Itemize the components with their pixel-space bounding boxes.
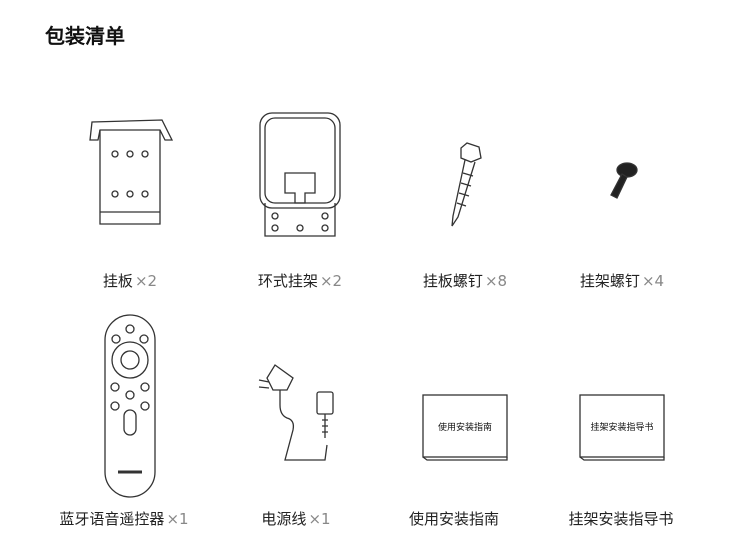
item-label: 使用安装指南: [408, 510, 499, 528]
install-manual-image: 使用安装指南: [375, 392, 555, 462]
remote-control-image: [40, 312, 220, 500]
mount-screw-image: [532, 160, 712, 205]
item-label: 蓝牙语音遥控器×1: [59, 510, 189, 528]
item-label: 挂板×2: [102, 272, 158, 290]
item-label: 挂架安装指导书: [568, 510, 674, 528]
ring-mount-image: [210, 108, 390, 238]
plate-screw-image: [375, 138, 555, 228]
mount-guide-image: 挂架安装指导书: [532, 392, 712, 462]
item-label: 挂架螺钉×4: [579, 272, 665, 290]
manual-cover-text: 使用安装指南: [438, 421, 492, 433]
power-cable-image: [210, 360, 390, 470]
item-label: 电源线×1: [261, 510, 331, 528]
page-title: 包装清单: [45, 24, 125, 48]
guide-cover-text: 挂架安装指导书: [590, 421, 653, 433]
item-label: 环式挂架×2: [257, 272, 343, 290]
wall-plate-image: [40, 112, 220, 232]
item-label: 挂板螺钉×8: [422, 272, 508, 290]
